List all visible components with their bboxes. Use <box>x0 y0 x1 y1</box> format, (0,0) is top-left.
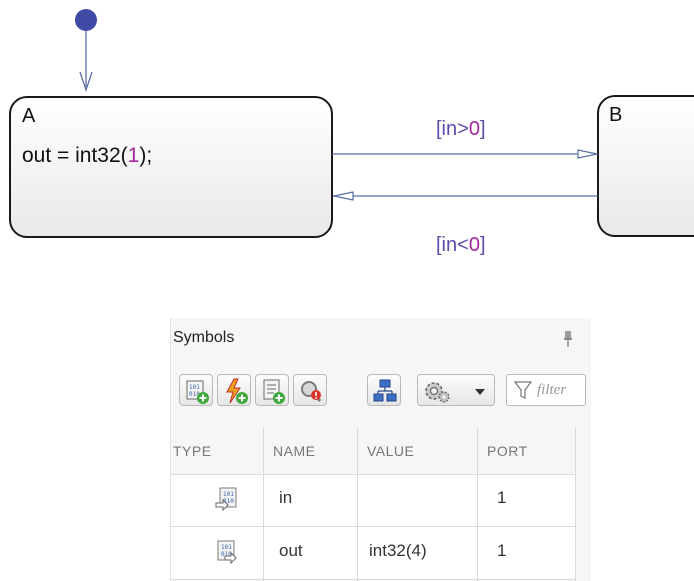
settings-dropdown-button[interactable] <box>417 374 495 406</box>
default-transition-dot[interactable] <box>75 9 97 31</box>
filter-box <box>506 374 586 406</box>
add-data-icon: 101 010 <box>186 380 209 404</box>
symbols-panel-title: Symbols <box>173 329 235 346</box>
svg-text:010: 010 <box>189 391 200 398</box>
default-transition-arrowhead <box>79 71 93 93</box>
settings-icon <box>425 382 450 403</box>
add-data-button[interactable]: 101 010 <box>179 374 213 406</box>
table-row[interactable]: 101 010 in 1 <box>171 474 575 526</box>
symbols-table: TYPE NAME VALUE PORT 101 010 in 1 101 01… <box>171 428 591 581</box>
transition-a-to-b-label[interactable]: [in>0] <box>436 118 486 140</box>
column-divider <box>357 428 358 581</box>
column-divider <box>575 428 576 581</box>
transition-b-to-a-arrowhead <box>333 191 354 201</box>
symbol-port: 1 <box>497 541 507 560</box>
resolve-undefined-button[interactable] <box>293 374 327 406</box>
symbol-name: out <box>279 541 303 560</box>
add-event-icon <box>226 378 248 404</box>
column-header-value[interactable]: VALUE <box>367 443 415 459</box>
svg-text:010: 010 <box>221 551 232 558</box>
state-b-name: B <box>609 104 622 126</box>
state-a-action: out = int32(1); <box>22 144 152 167</box>
show-hierarchy-button[interactable] <box>367 374 401 406</box>
state-a-action-prefix: out = int32( <box>22 144 128 167</box>
row-divider <box>171 579 575 580</box>
column-header-name[interactable]: NAME <box>273 443 316 459</box>
svg-text:010: 010 <box>223 498 234 505</box>
state-b[interactable]: B <box>597 95 694 237</box>
symbol-value: int32(4) <box>369 541 427 560</box>
table-row[interactable]: 101 010 out int32(4) 1 <box>171 527 575 579</box>
hierarchy-icon <box>373 379 397 402</box>
add-message-icon <box>263 379 285 404</box>
row-divider <box>171 474 575 475</box>
column-header-type[interactable]: TYPE <box>173 443 212 459</box>
filter-input[interactable] <box>537 379 583 401</box>
svg-text:101: 101 <box>221 544 232 551</box>
symbol-port: 1 <box>497 488 507 507</box>
state-a-name: A <box>22 105 36 127</box>
chevron-down-icon <box>475 389 485 395</box>
symbol-name: in <box>279 488 293 507</box>
state-a-action-suffix: ); <box>139 144 152 167</box>
pin-icon[interactable] <box>563 330 573 348</box>
symbols-panel-header: Symbols <box>171 318 591 358</box>
output-data-icon: 101 010 <box>217 540 237 565</box>
state-a-action-literal: 1 <box>128 144 140 167</box>
symbols-toolbar: 101 010 <box>171 370 591 412</box>
column-divider <box>263 428 264 581</box>
symbols-panel: Symbols 101 010 <box>170 318 591 581</box>
svg-text:101: 101 <box>189 384 200 391</box>
transition-a-to-b-arrowhead <box>577 149 598 159</box>
column-header-port[interactable]: PORT <box>487 443 528 459</box>
svg-text:101: 101 <box>223 491 234 498</box>
resolve-undefined-icon <box>301 381 322 402</box>
state-a[interactable]: A out = int32(1); <box>9 96 333 238</box>
stateflow-chart: A out = int32(1); B [in>0] [in<0] <box>9 9 694 256</box>
add-message-button[interactable] <box>255 374 289 406</box>
transition-b-to-a-label[interactable]: [in<0] <box>436 234 486 256</box>
add-event-button[interactable] <box>217 374 251 406</box>
filter-icon <box>513 381 533 399</box>
column-divider <box>477 428 478 581</box>
row-divider <box>171 526 575 527</box>
input-data-icon: 101 010 <box>215 487 237 512</box>
